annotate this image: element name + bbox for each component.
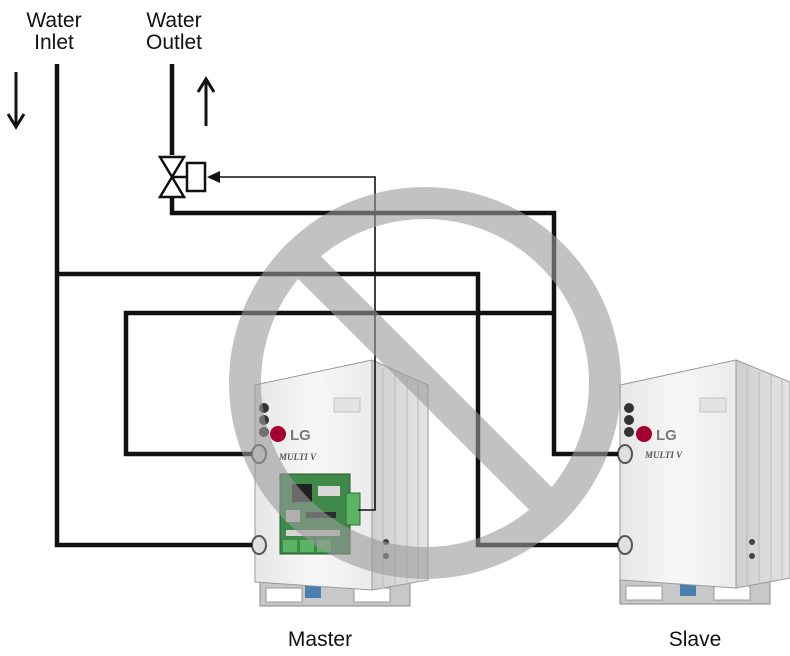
- slave-brand-text: LG: [656, 427, 677, 444]
- slave-series-text: MULTI V: [644, 450, 683, 460]
- lg-logo-icon: [636, 426, 652, 442]
- signal-arrowhead-icon: [207, 171, 220, 183]
- master-series-text: MULTI V: [278, 452, 317, 462]
- lg-logo-icon: [270, 426, 286, 442]
- slave-unit: LG MULTI V: [618, 360, 790, 604]
- valve-icon: [160, 157, 205, 197]
- master-brand-text: LG: [290, 427, 311, 444]
- inlet-pipe: [57, 64, 252, 545]
- arrow-down-icon: [8, 72, 24, 127]
- arrow-up-icon: [198, 79, 214, 126]
